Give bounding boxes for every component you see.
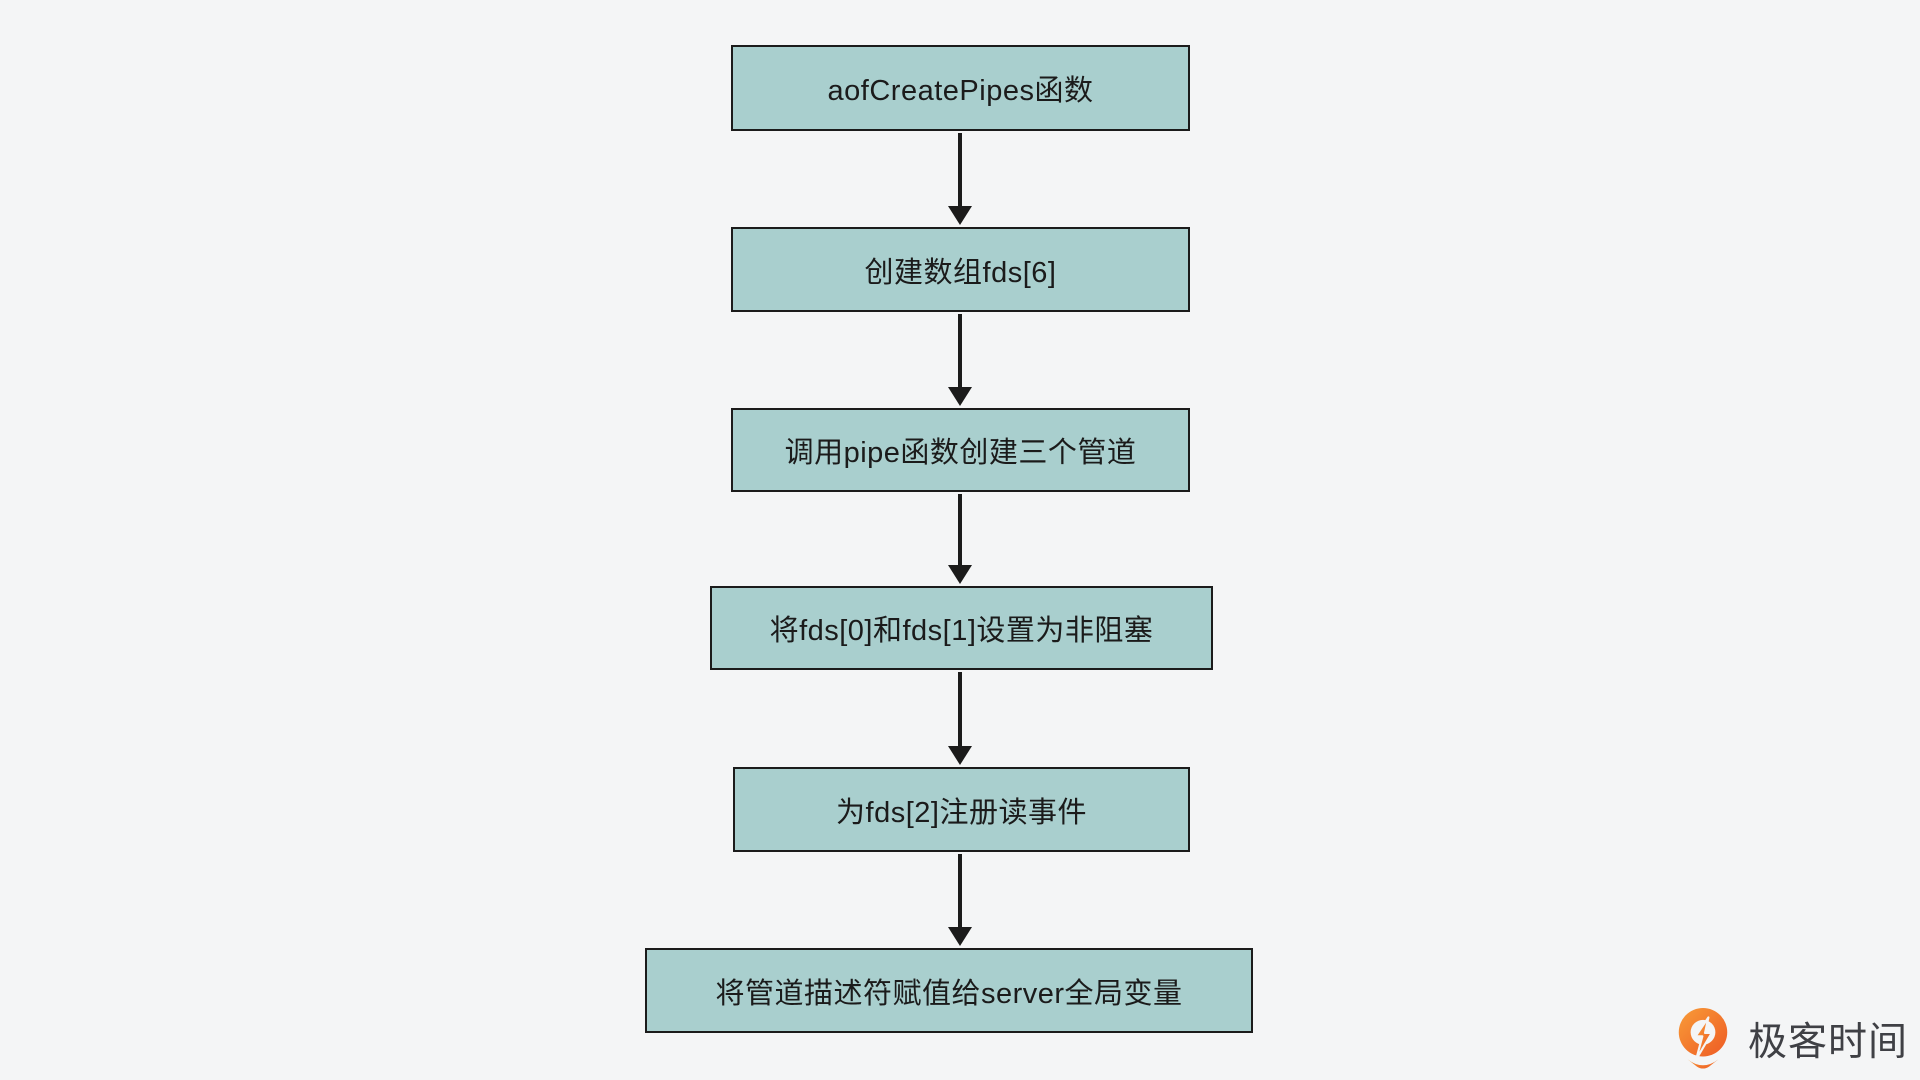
down-arrow-icon bbox=[948, 494, 972, 584]
node-label: 创建数组fds[6] bbox=[864, 256, 1057, 289]
down-arrow-icon bbox=[948, 133, 972, 225]
down-arrow-icon bbox=[948, 854, 972, 946]
down-arrow-icon bbox=[948, 314, 972, 406]
node-label: 将管道描述符赋值给server全局变量 bbox=[715, 977, 1183, 1010]
node-assign-server-globals: 将管道描述符赋值给server全局变量 bbox=[645, 948, 1253, 1033]
node-create-fds-array: 创建数组fds[6] bbox=[731, 227, 1190, 312]
geektime-pin-icon bbox=[1678, 1008, 1728, 1069]
node-register-read-event: 为fds[2]注册读事件 bbox=[733, 767, 1190, 852]
node-set-nonblocking: 将fds[0]和fds[1]设置为非阻塞 bbox=[710, 586, 1213, 670]
node-label: 将fds[0]和fds[1]设置为非阻塞 bbox=[769, 615, 1154, 647]
node-label: 为fds[2]注册读事件 bbox=[836, 796, 1087, 829]
node-aof-create-pipes: aofCreatePipes函数 bbox=[731, 45, 1190, 131]
node-label: aofCreatePipes函数 bbox=[827, 75, 1094, 107]
geektime-logo-text: 极客时间 bbox=[1748, 1021, 1909, 1064]
node-call-pipe-create-pipes: 调用pipe函数创建三个管道 bbox=[731, 408, 1190, 492]
down-arrow-icon bbox=[948, 672, 972, 765]
geektime-logo: 极客时间 bbox=[1670, 1003, 1908, 1075]
node-label: 调用pipe函数创建三个管道 bbox=[784, 437, 1137, 469]
